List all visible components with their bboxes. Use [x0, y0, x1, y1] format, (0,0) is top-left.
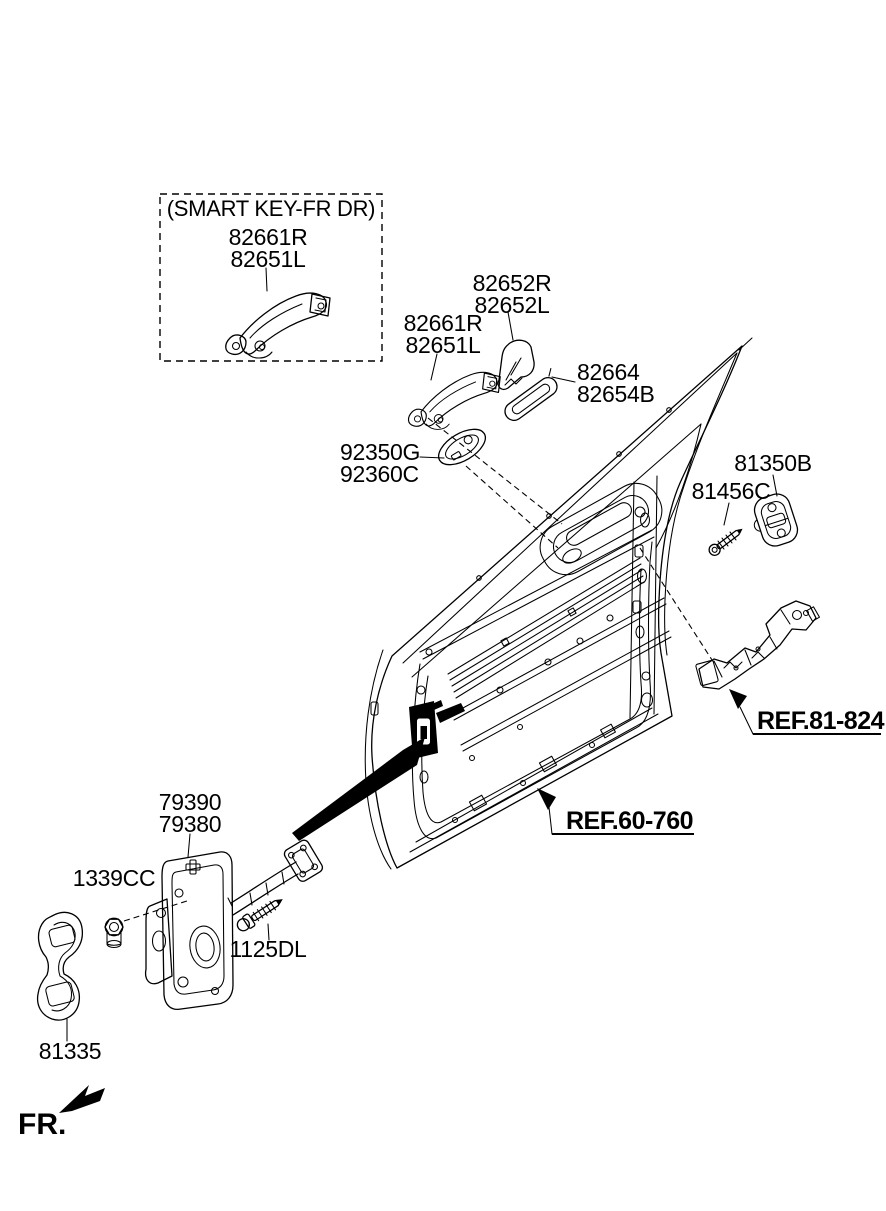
handle-cover-part-number: 82652R	[473, 270, 552, 296]
smart-key-handle-part-number: 82651L	[231, 246, 306, 272]
hole-cover-drawing	[36, 911, 84, 1021]
inset-smart-key-box	[159, 193, 383, 362]
ref-latch-pointer	[729, 689, 881, 735]
window-frame-inner	[402, 352, 738, 664]
leader-line	[265, 267, 268, 292]
striker-part-number: 81350B	[734, 450, 812, 476]
striker-drawing	[753, 493, 799, 547]
handle-cover-part-number: 82652L	[475, 292, 550, 318]
leader-lines	[66, 311, 778, 1042]
outside-handle-drawing	[407, 371, 501, 431]
fr-direction-arrow	[59, 1085, 105, 1113]
outside-handle-part-number: 82651L	[406, 332, 481, 358]
inner-panel	[411, 541, 653, 840]
inset-dashed-border	[159, 193, 383, 362]
ref-latch-label: REF.81-824	[757, 707, 885, 735]
key-bezel-part-number: 92360C	[340, 461, 419, 487]
smart-key-handle-drawing	[225, 292, 331, 359]
front-edge-strip	[364, 649, 392, 870]
latch-assembly-drawing	[695, 600, 820, 690]
key-bezel-part-number: 92350G	[340, 439, 420, 465]
handle-pad-drawing	[504, 367, 558, 421]
handle-pad-part-number: 82654B	[577, 381, 655, 407]
door-panel-drawing	[292, 337, 753, 870]
striker-screw-part-number: 81456C	[692, 478, 771, 504]
striker-screw-drawing	[708, 528, 743, 556]
hole-cover-part-number: 81335	[39, 1038, 101, 1064]
outside-handle-part-number: 82661R	[404, 310, 483, 336]
ref-door-panel-label: REF.60-760	[566, 807, 693, 835]
fr-direction-label: FR.	[18, 1108, 66, 1141]
checker-nut-drawing	[104, 917, 124, 949]
beltline	[419, 529, 653, 653]
quarter-divider	[655, 423, 702, 549]
door-handle-recess	[539, 482, 663, 576]
checker-swoosh	[292, 737, 425, 841]
handle-pad-part-number: 82664	[577, 359, 640, 385]
smart-key-handle-part-number: 82661R	[229, 224, 308, 250]
inset-title-label: (SMART KEY-FR DR)	[167, 196, 375, 221]
door-checker-drawing	[144, 839, 324, 1011]
door-checker-part-number: 79390	[159, 789, 221, 815]
ref-door-panel-pointer	[537, 788, 694, 835]
handle-cover-drawing	[497, 339, 535, 391]
key-bezel-drawing	[438, 428, 486, 466]
checker-bolt-part-number: 1125DL	[229, 936, 307, 962]
checker-bolt-drawing	[236, 899, 283, 932]
door-checker-part-number: 79380	[159, 811, 221, 837]
checker-nut-part-number: 1339CC	[73, 865, 156, 891]
